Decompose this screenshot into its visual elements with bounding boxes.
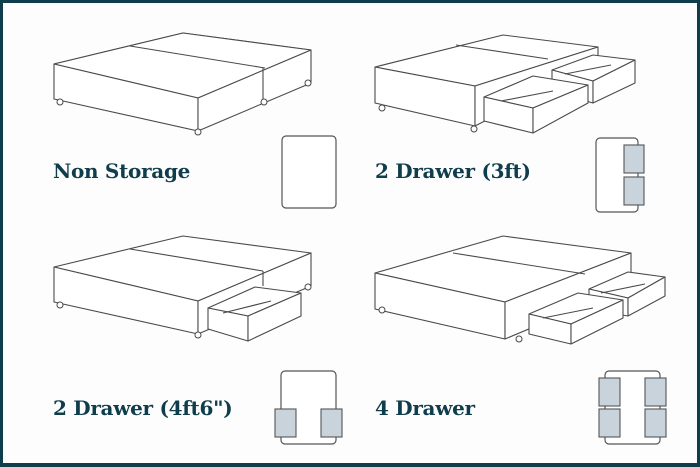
bed-base-two-drawers-both-sides-icon [53, 235, 312, 342]
top-view-plan-no-drawers-icon [281, 135, 337, 209]
option-label: 2 Drawer (4ft6") [53, 396, 233, 420]
option-4-drawer: 4 Drawer [353, 235, 693, 464]
bed-base-no-drawers-icon [53, 32, 312, 136]
option-2-drawer-3ft: 2 Drawer (3ft) [353, 3, 693, 231]
top-view-plan-two-drawers-opposite-sides-icon [274, 370, 343, 445]
bed-base-four-drawers-icon [374, 235, 666, 345]
option-label: 4 Drawer [375, 396, 475, 420]
option-2-drawer-4ft6: 2 Drawer (4ft6") [3, 235, 343, 464]
option-label: Non Storage [53, 159, 191, 183]
option-label: 2 Drawer (3ft) [375, 159, 531, 183]
top-view-plan-two-drawers-one-side-icon [595, 137, 645, 213]
bed-base-two-drawers-same-side-icon [374, 34, 636, 134]
top-view-plan-four-drawers-icon [598, 370, 667, 445]
option-non-storage: Non Storage [3, 3, 343, 231]
